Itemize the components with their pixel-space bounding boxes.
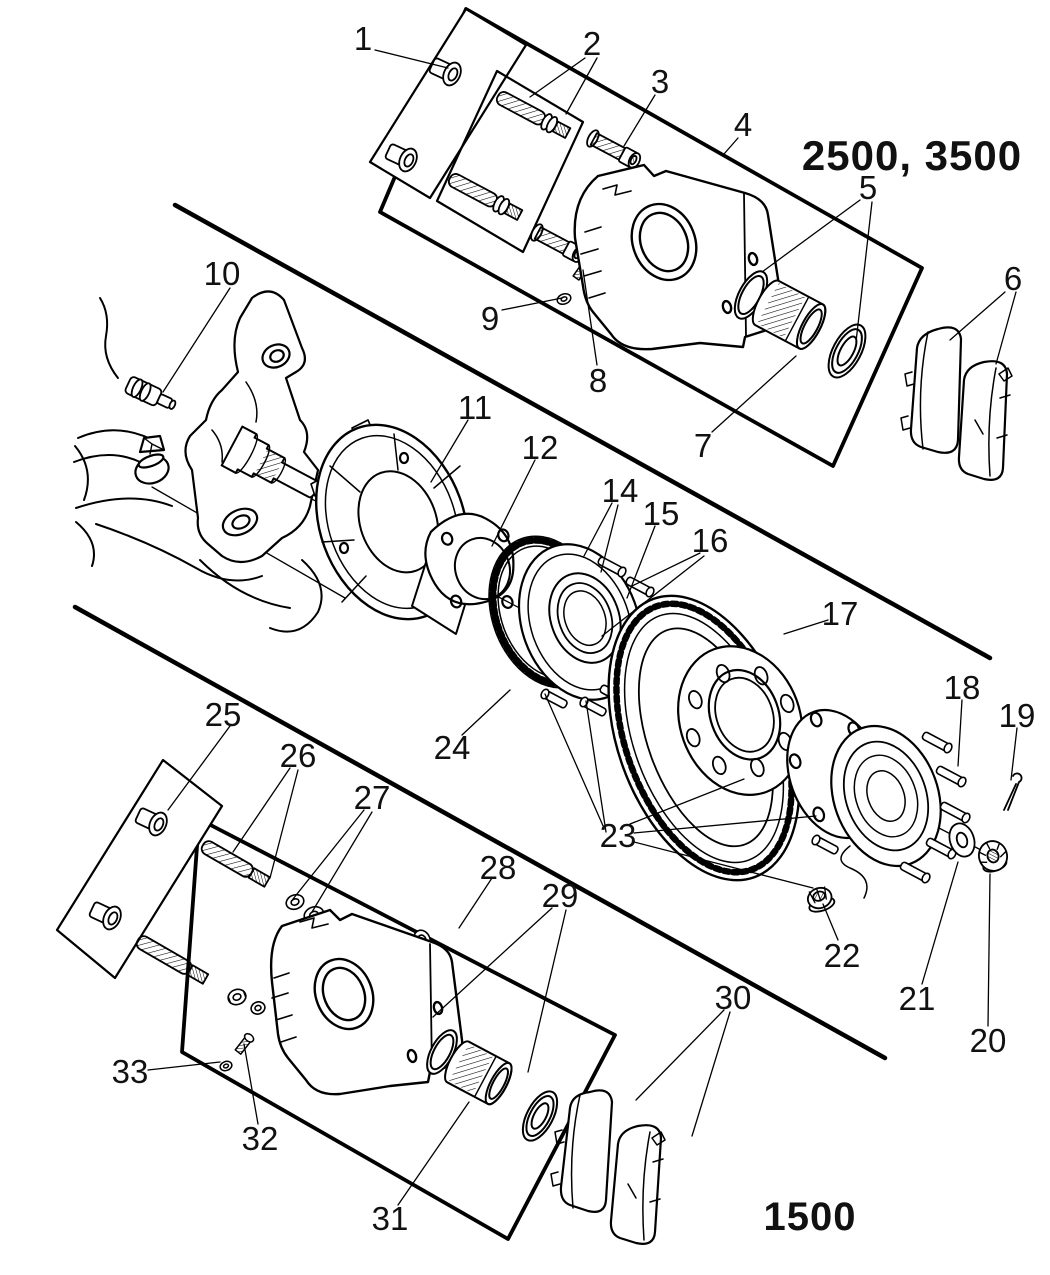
callout-15: 15 <box>643 495 680 532</box>
callout-4: 4 <box>734 106 752 143</box>
brake-pads-1500 <box>550 1089 666 1245</box>
pin-box-2500 <box>435 69 585 254</box>
caliper-piston-1500 <box>444 1040 513 1106</box>
guide-screw <box>219 1032 255 1072</box>
callout-5: 5 <box>859 169 877 206</box>
brake-rotor <box>607 594 804 882</box>
piston-boot <box>827 323 867 379</box>
caliper-bore <box>630 202 698 282</box>
callout-16: 16 <box>692 522 729 559</box>
pin-grommet <box>556 292 572 306</box>
divider-line-bottom <box>72 604 888 1061</box>
section-title-1500: 1500 <box>764 1195 857 1239</box>
callout-18: 18 <box>944 669 981 706</box>
callout-33: 33 <box>112 1053 149 1090</box>
lug-nut <box>806 886 836 913</box>
callout-3: 3 <box>651 63 669 100</box>
section-title-2500-3500: 2500, 3500 <box>802 132 1022 179</box>
callout-23: 23 <box>600 817 637 854</box>
callout-9: 9 <box>481 300 499 337</box>
anchor-plate-1500 <box>55 758 224 980</box>
caliper-slide-pin <box>447 91 572 221</box>
callout-21: 21 <box>899 980 936 1017</box>
suspension-arm-lines <box>73 429 323 633</box>
abs-wire <box>840 845 868 899</box>
brake-caliper-2500 <box>573 163 783 351</box>
caliper-slide-pin-1500 <box>135 840 271 985</box>
spindle-washer <box>948 822 976 858</box>
callout-17: 17 <box>822 595 859 632</box>
piston-seal-1500 <box>426 1029 458 1075</box>
callout-24: 24 <box>434 729 471 766</box>
steering-knuckle <box>134 290 320 564</box>
callout-6: 6 <box>1004 260 1022 297</box>
caliper-bolt <box>530 129 642 263</box>
callout-14: 14 <box>602 472 639 509</box>
callout-20: 20 <box>970 1022 1007 1059</box>
callout-25: 25 <box>205 696 242 733</box>
cotter-pin <box>1003 772 1023 811</box>
callout-22: 22 <box>824 937 861 974</box>
callout-7: 7 <box>694 427 712 464</box>
callout-1: 1 <box>354 20 372 57</box>
callout-30: 30 <box>715 979 752 1016</box>
abs-sensor <box>99 297 177 410</box>
callout-11: 11 <box>458 389 492 426</box>
callout-8: 8 <box>589 362 607 399</box>
callout-10: 10 <box>204 255 241 292</box>
divider-line-top <box>172 202 993 661</box>
leader-lines <box>147 49 1018 1206</box>
brake-pads-2500 <box>900 326 1013 481</box>
caliper-piston <box>751 279 827 350</box>
callout-27: 27 <box>354 779 391 816</box>
callout-2: 2 <box>583 25 601 62</box>
hub-bearing-rear <box>786 708 971 899</box>
brake-caliper-1500 <box>269 908 464 1096</box>
caliper-bushing <box>384 57 462 173</box>
callout-31: 31 <box>372 1200 409 1237</box>
callout-28: 28 <box>480 849 517 886</box>
caliper-bushing-1500 <box>88 807 168 931</box>
ball-joint <box>134 434 170 485</box>
callout-29: 29 <box>542 877 579 914</box>
wheel-studs-rear <box>811 731 971 884</box>
castle-nut-retainer <box>978 840 1008 873</box>
callout-26: 26 <box>280 737 317 774</box>
callout-12: 12 <box>522 429 559 466</box>
piston-boot-1500 <box>521 1090 559 1142</box>
callout-32: 32 <box>242 1120 279 1157</box>
callout-19: 19 <box>999 697 1036 734</box>
